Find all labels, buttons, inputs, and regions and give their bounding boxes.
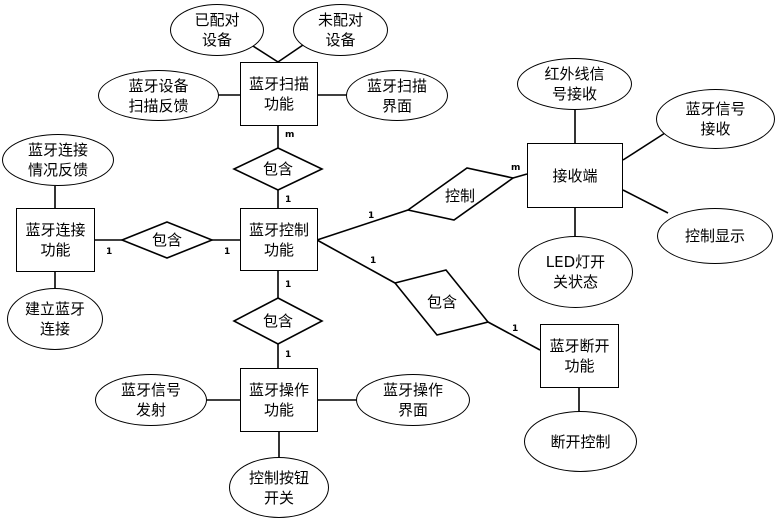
entity-bluetooth-disconnect: 蓝牙断开 功能 — [540, 324, 619, 388]
attr-operate-ui: 蓝牙操作 界面 — [356, 374, 470, 426]
entity-bluetooth-operate: 蓝牙操作 功能 — [240, 368, 318, 432]
cardinality-scan-m: m — [285, 130, 295, 140]
cardinality-operate: 1 — [285, 350, 292, 360]
rel-shape-contain-top — [232, 147, 324, 191]
rel-shape-contain-right — [393, 269, 490, 336]
attr-unpaired-devices: 未配对 设备 — [293, 4, 388, 56]
entity-receiver: 接收端 — [527, 143, 623, 208]
rel-shape-control — [406, 167, 515, 221]
attr-scan-ui: 蓝牙扫描 界面 — [346, 70, 448, 121]
cardinality-control-left: 1 — [224, 247, 231, 257]
attr-scan-feedback: 蓝牙设备 扫描反馈 — [98, 70, 219, 121]
attr-signal-send: 蓝牙信号 发射 — [95, 374, 207, 426]
attr-control-display: 控制显示 — [657, 208, 773, 264]
attr-disconnect-control: 断开控制 — [524, 411, 637, 472]
cardinality-disconnect: 1 — [512, 324, 519, 334]
attr-paired-devices: 已配对 设备 — [170, 4, 264, 56]
rel-label-contain-top: 包含 — [262, 160, 293, 178]
entity-bluetooth-scan: 蓝牙扫描 功能 — [240, 62, 318, 126]
entity-bluetooth-connect: 蓝牙连接 功能 — [16, 208, 95, 272]
rel-shape-contain-bottom — [232, 297, 324, 345]
rel-label-control: 控制 — [444, 187, 475, 205]
cardinality-receiver-m: m — [511, 163, 521, 173]
entity-bluetooth-control: 蓝牙控制 功能 — [240, 208, 318, 271]
attr-connect-feedback: 蓝牙连接 情况反馈 — [2, 134, 114, 186]
rel-shape-contain-left — [119, 221, 215, 259]
cardinality-connect: 1 — [106, 247, 113, 257]
rel-label-contain-bottom: 包含 — [262, 312, 293, 330]
cardinality-control-top: 1 — [285, 195, 292, 205]
cardinality-control-bottom: 1 — [285, 280, 292, 290]
attr-ir-receive: 红外线信 号接收 — [517, 58, 632, 110]
rel-label-contain-left: 包含 — [151, 231, 182, 249]
attr-button-switch: 控制按钮 开关 — [229, 457, 329, 518]
attr-establish-connection: 建立蓝牙 连接 — [7, 288, 103, 350]
rel-label-contain-right: 包含 — [426, 293, 457, 311]
attr-bt-receive: 蓝牙信号 接收 — [656, 89, 775, 149]
attr-led-state: LED灯开 关状态 — [518, 236, 633, 308]
cardinality-control-lower: 1 — [370, 256, 377, 266]
cardinality-control-right: 1 — [368, 211, 375, 221]
